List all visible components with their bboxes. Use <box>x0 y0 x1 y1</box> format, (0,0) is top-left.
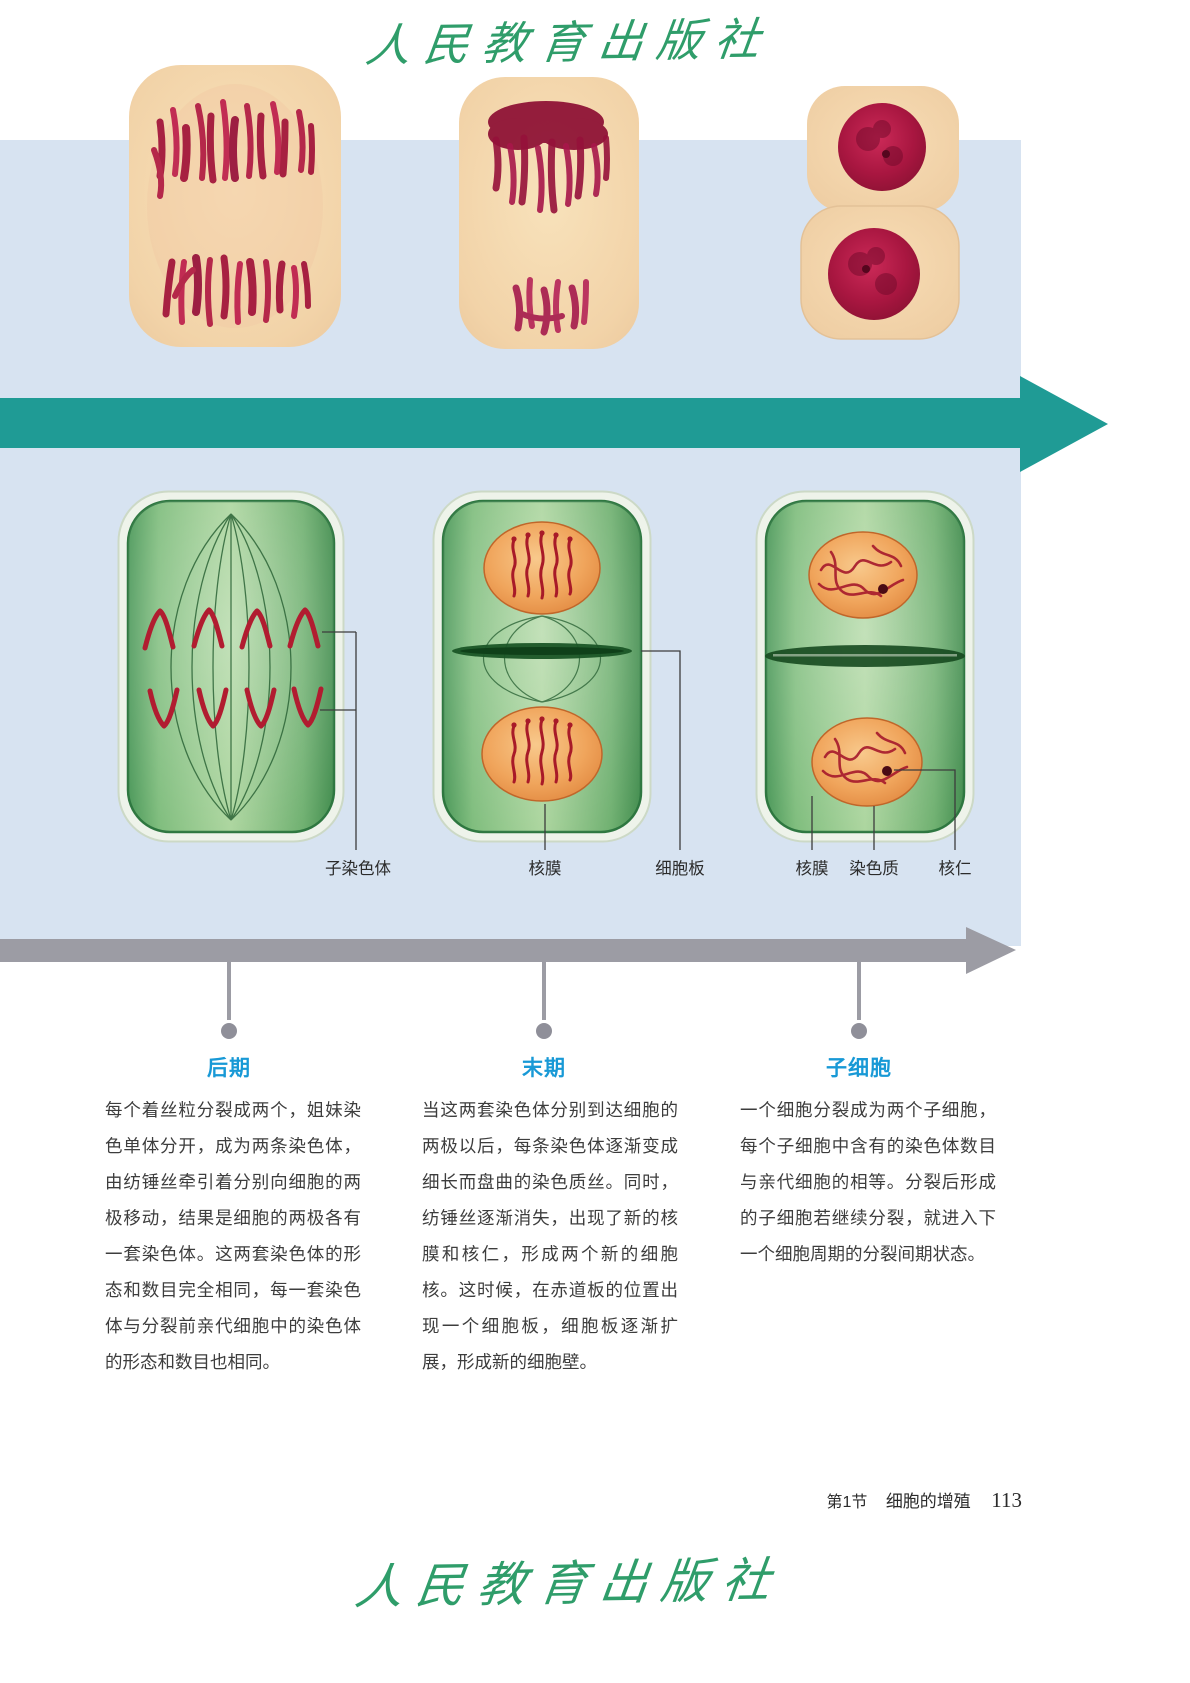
label-nuclear-membrane-daughter: 核膜 <box>795 860 829 878</box>
chromosome-knobs-top <box>511 530 573 542</box>
nucleolus-top <box>878 584 888 594</box>
spindle-fibers <box>170 513 292 821</box>
daughter-cells-diagram <box>755 490 975 843</box>
daughter-chromosomes <box>142 607 324 729</box>
timeline-dots <box>221 1023 867 1039</box>
anaphase-diagram <box>117 490 345 843</box>
cell-plate-core <box>460 647 624 655</box>
paragraph-telophase: 当这两套染色体分别到达细胞的两极以后，每条染色体逐渐变成细长而盘曲的染色质丝。同… <box>422 1100 678 1373</box>
footer-section: 第1节 <box>826 1494 868 1511</box>
label-nucleolus: 核仁 <box>938 860 972 878</box>
chromatin-top <box>817 544 905 598</box>
telophase-micrograph <box>459 77 639 349</box>
cell-wall-seam <box>773 654 957 657</box>
nucleus-bottom <box>811 717 923 807</box>
page-footer: 第1节 细胞的增殖 113 <box>0 1487 1022 1513</box>
publisher-watermark-bottom: 人民教育出版社 <box>351 1552 787 1616</box>
condensing-chromosomes-top <box>511 532 573 600</box>
paragraph-daughter-cells: 一个细胞分裂成为两个子细胞，每个子细胞中含有的染色体数目与亲代细胞的相等。分裂后… <box>740 1100 996 1265</box>
label-chromatin: 染色质 <box>849 860 899 878</box>
label-nuclear-membrane-telophase: 核膜 <box>528 860 562 878</box>
nucleus-top <box>808 531 918 619</box>
heading-daughter-cells: 子细胞 <box>826 1057 892 1080</box>
nucleolus-bottom <box>882 766 892 776</box>
anaphase-micrograph <box>129 65 341 347</box>
timeline-connector-lines <box>227 962 861 1020</box>
label-daughter-chromosome: 子染色体 <box>325 860 391 878</box>
heading-anaphase: 后期 <box>207 1057 251 1080</box>
telophase-diagram <box>432 490 652 843</box>
footer-chapter-title: 细胞的增殖 <box>885 1492 971 1511</box>
label-cell-plate: 细胞板 <box>655 860 705 878</box>
condensing-chromosomes-bottom <box>511 718 573 786</box>
paragraph-anaphase: 每个着丝粒分裂成两个，姐妹染色单体分开，成为两条染色体，由纺锤丝牵引着分别向细胞… <box>105 1100 361 1373</box>
chromosome-knobs-bottom <box>511 716 573 728</box>
footer-page-number: 113 <box>991 1488 1022 1512</box>
heading-telophase: 末期 <box>522 1057 566 1080</box>
daughter-cells-micrograph <box>800 86 960 340</box>
